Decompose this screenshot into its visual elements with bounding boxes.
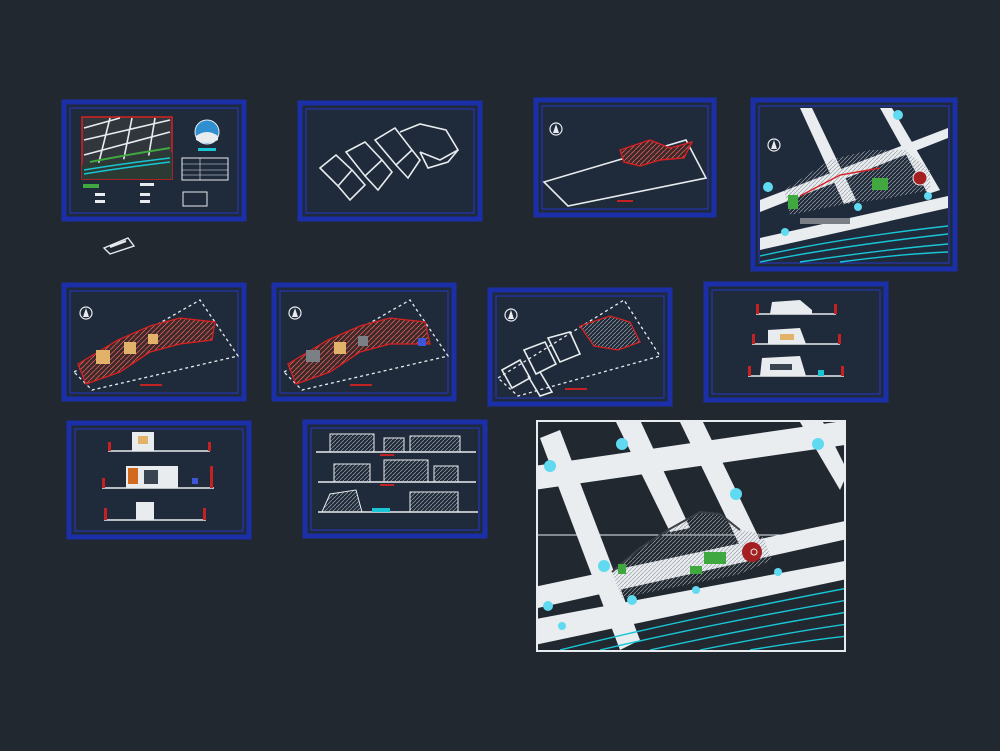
intersection-markers: [543, 438, 824, 630]
sheet-sections-b[interactable]: [66, 420, 252, 540]
floor-plan-drawing: [500, 315, 641, 397]
site-buildings: [784, 150, 930, 224]
building-footprint: [619, 139, 694, 167]
north-symbol: [549, 122, 563, 136]
stray-block[interactable]: [102, 237, 136, 255]
floor-plan-drawing: [287, 317, 431, 386]
sheet-volumetry[interactable]: [297, 100, 483, 222]
waterfront-lines: [759, 225, 949, 263]
legend-items: [83, 183, 154, 203]
section-drawings: [748, 300, 844, 377]
detail-site-plan[interactable]: [520, 420, 852, 652]
sheet-floor-plan-2[interactable]: [271, 282, 457, 402]
north-symbol: [504, 308, 518, 322]
building-complex: [611, 510, 772, 598]
sheet-sections-a[interactable]: [703, 281, 889, 403]
logo-emblem: [194, 119, 220, 151]
north-symbol: [288, 306, 302, 320]
sheet-cover-location[interactable]: [61, 99, 247, 222]
road-grid: [538, 422, 844, 650]
sheet-master-plan[interactable]: [750, 97, 958, 272]
intersection-markers: [763, 110, 932, 236]
sheet-floor-plan-1[interactable]: [61, 282, 247, 402]
massing-wireframe: [318, 123, 460, 202]
title-block-table: [181, 157, 229, 207]
elevation-drawings: [316, 433, 478, 513]
sheet-site-outline[interactable]: [533, 97, 717, 218]
waterfront-lines: [559, 588, 844, 650]
north-symbol: [79, 306, 93, 320]
sheet-floor-plan-3[interactable]: [487, 287, 673, 407]
north-symbol: [767, 138, 781, 152]
location-map: [81, 116, 173, 180]
section-drawings: [102, 432, 214, 521]
sheet-elevations[interactable]: [302, 419, 488, 539]
floor-plan-drawing: [77, 317, 216, 386]
